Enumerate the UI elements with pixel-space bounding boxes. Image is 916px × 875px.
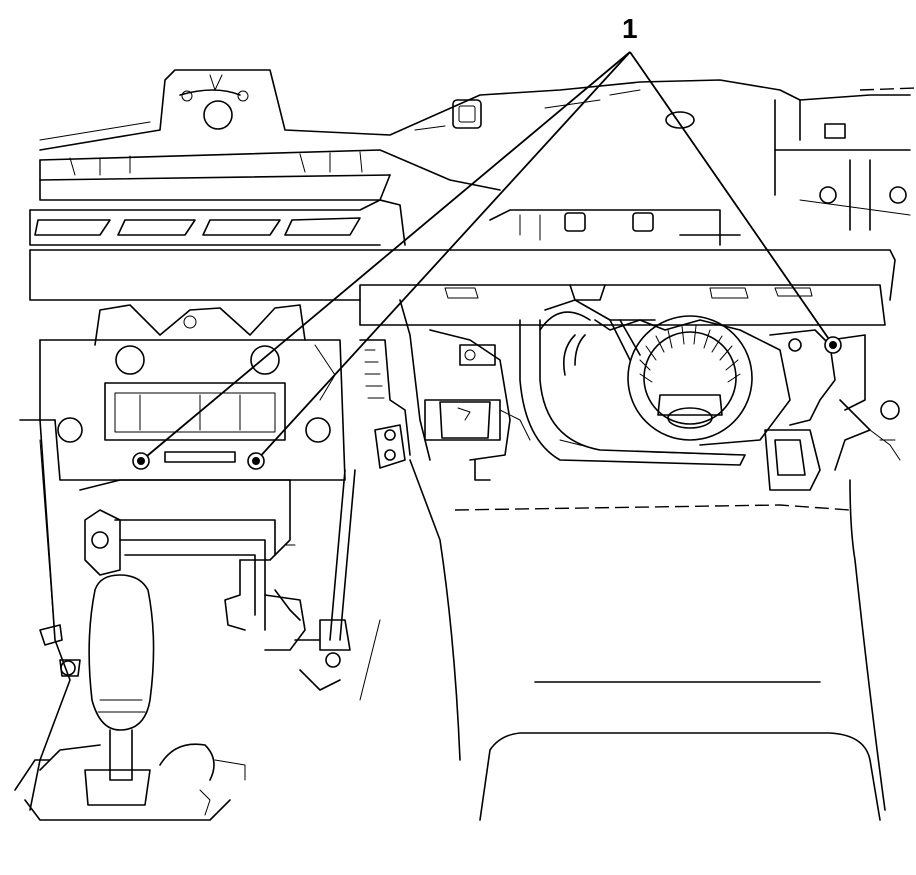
blower-motor-housing xyxy=(519,299,901,491)
knee-bolster-plate xyxy=(39,304,346,481)
leader-line-center-bolt xyxy=(255,51,631,462)
steering-column-area xyxy=(359,299,531,761)
floor-console-area xyxy=(359,479,886,821)
console-bracket xyxy=(79,479,306,651)
leader-line-right-bolt xyxy=(629,51,834,346)
upper-dash-structure xyxy=(39,69,916,231)
leader-line-left-bolt xyxy=(140,51,631,462)
fasteners xyxy=(132,336,842,470)
gear-shift-knob xyxy=(24,574,246,821)
cross-car-beam xyxy=(29,209,896,301)
steering-support-bracket xyxy=(359,284,886,326)
callout-label-1: 1 xyxy=(622,13,638,44)
left-side-structure xyxy=(14,419,81,811)
support-strut xyxy=(274,469,356,691)
defroster-duct xyxy=(29,149,501,246)
callout-leader-lines xyxy=(140,51,834,462)
